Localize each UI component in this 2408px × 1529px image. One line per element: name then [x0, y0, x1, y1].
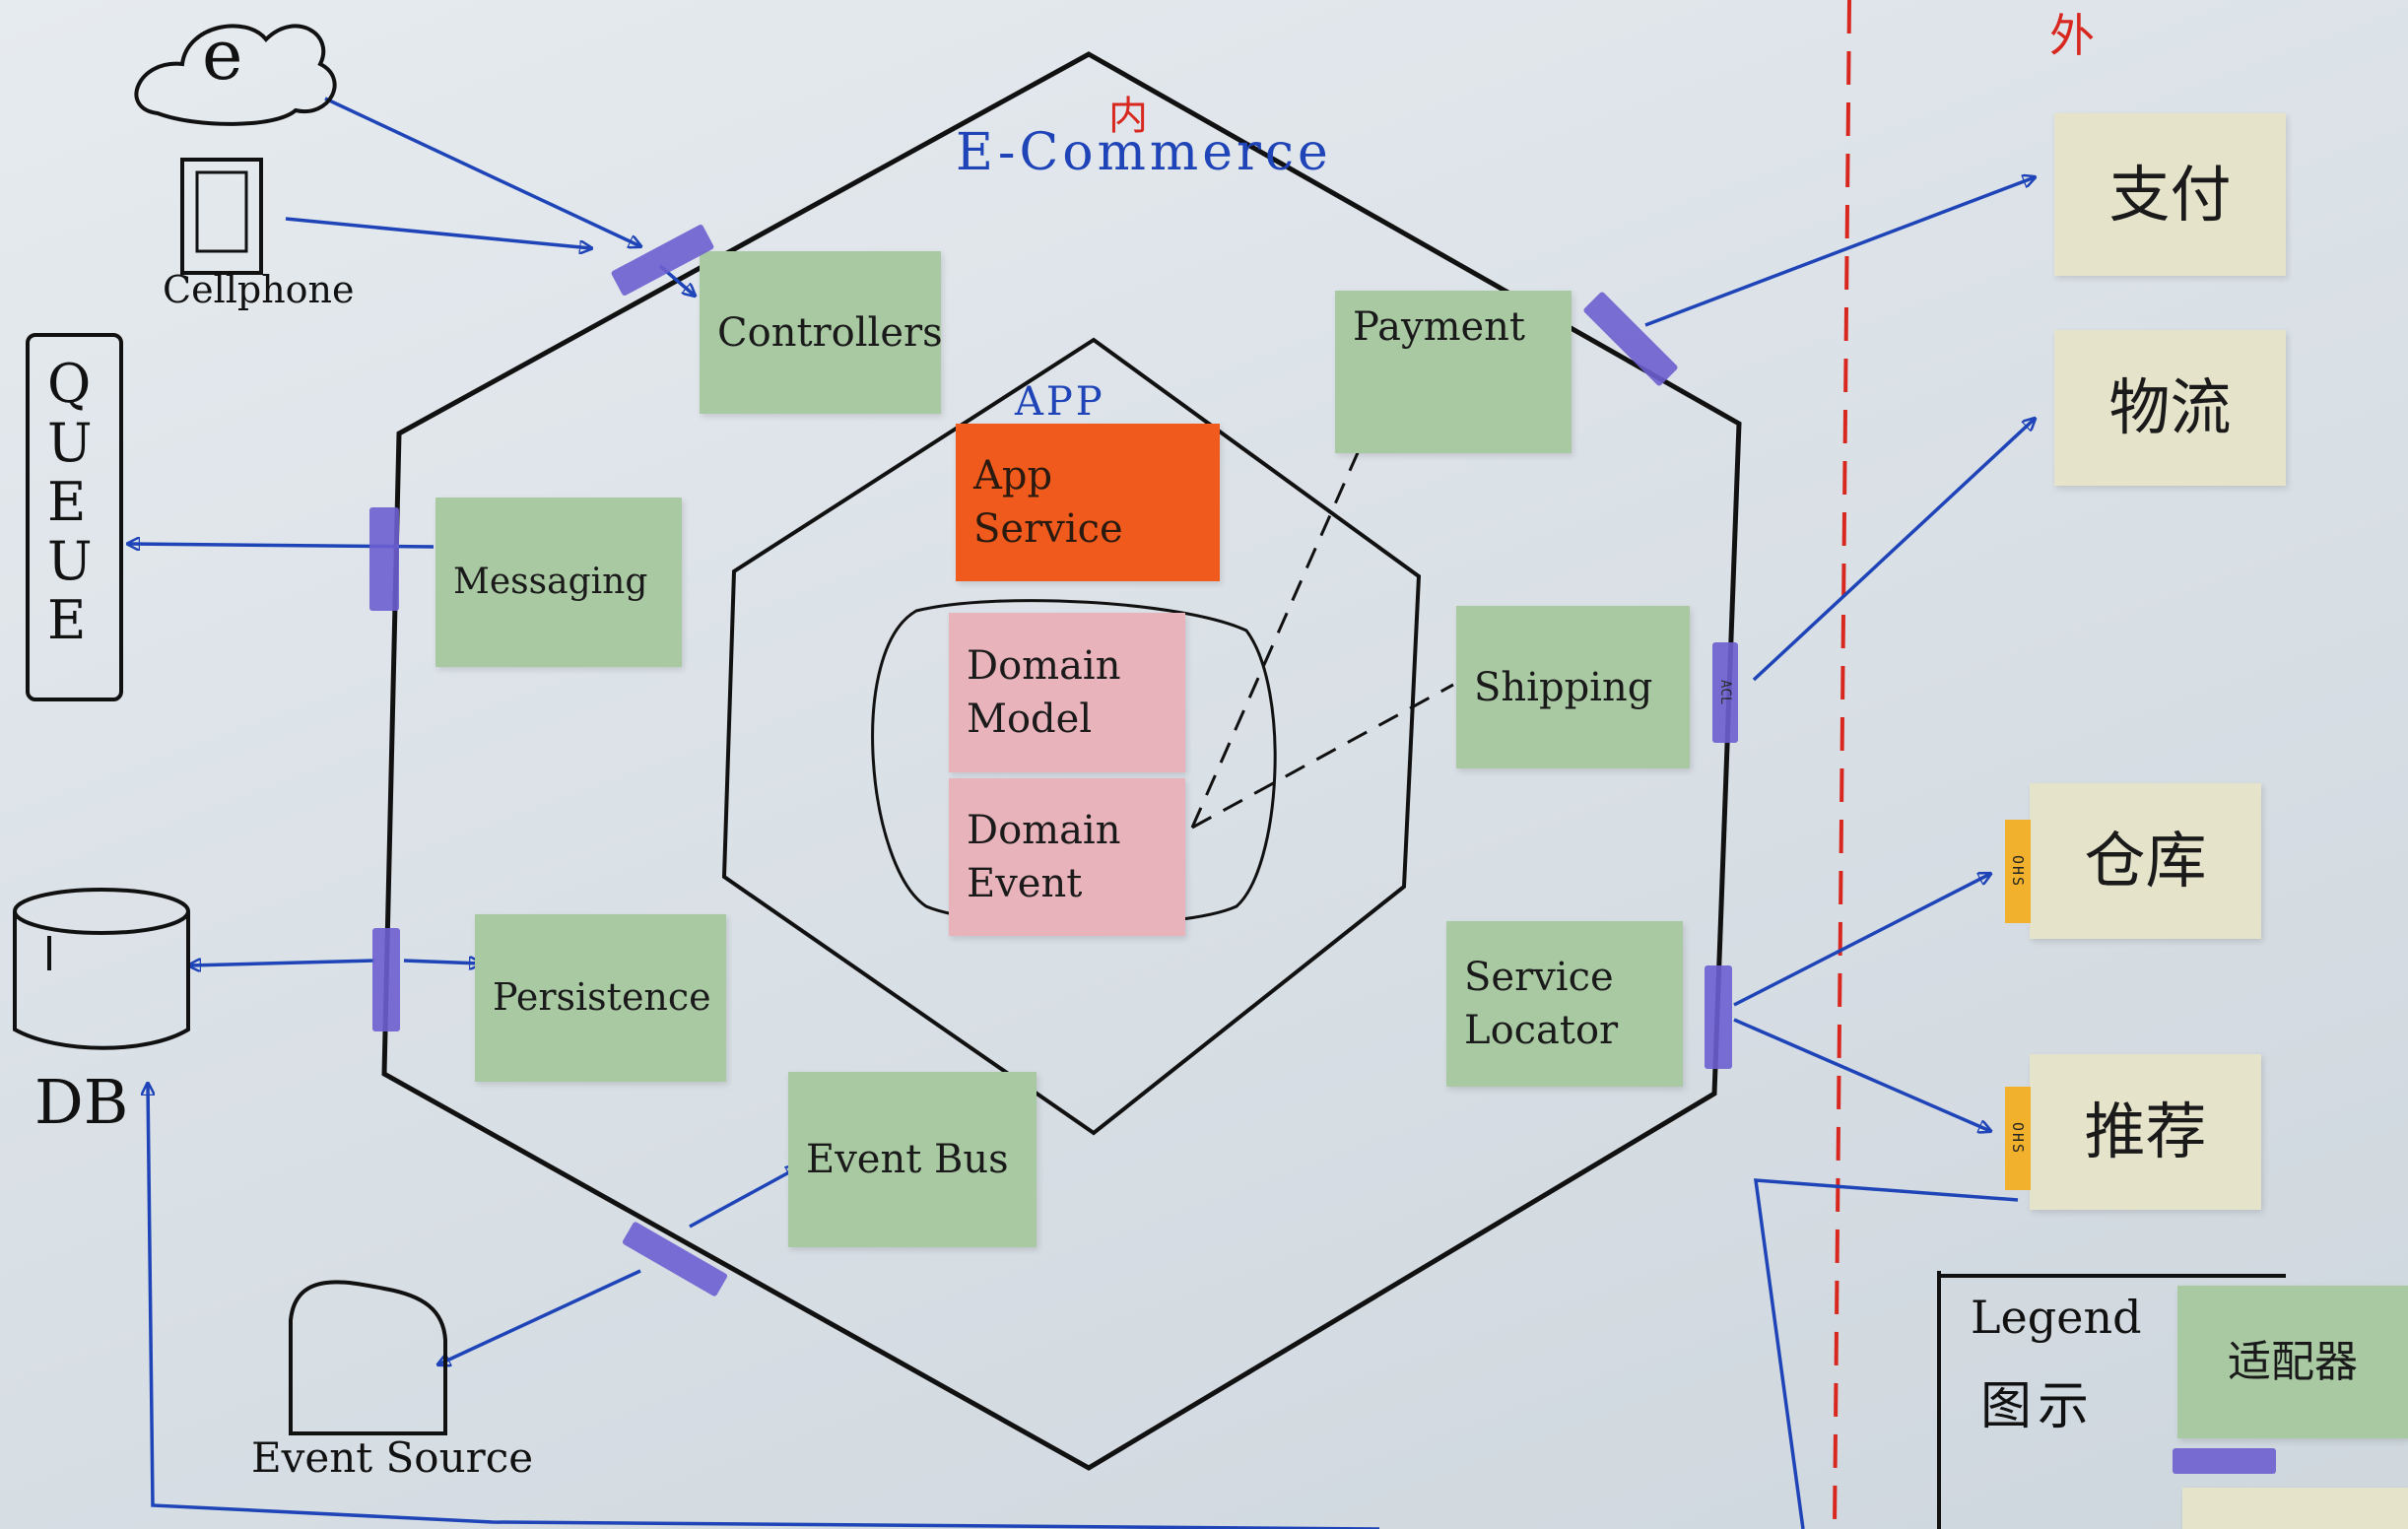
shipping-note: Shipping [1456, 606, 1690, 768]
arrow-phone-to-app [285, 217, 591, 248]
controllers-note: Controllers [700, 251, 943, 414]
arrow-to-recommend [1733, 1018, 1990, 1131]
inner-zone-label: 内 [1108, 94, 1148, 139]
app-layer-label: APP [1015, 379, 1105, 425]
warehouse-service-note: 仓库 [2030, 783, 2261, 939]
arrow-ie-to-app [324, 97, 640, 246]
ohs-tag-warehouse: OHS [2005, 820, 2031, 923]
payment-note: Payment [1335, 291, 1572, 453]
acl-label: ACL [1717, 680, 1733, 705]
domain-model-note: Domain Model [949, 613, 1185, 772]
queue-box [26, 333, 123, 701]
db-label: DB [34, 1066, 129, 1138]
arrow-to-logistics-service [1752, 419, 2035, 682]
cellphone-icon [180, 158, 263, 275]
arrow-eventsource-to-eventbus [689, 1167, 798, 1229]
messaging-note: Messaging [435, 498, 682, 667]
recommend-service-note: 推荐 [2030, 1054, 2261, 1210]
payment-service-note: 支付 [2054, 113, 2286, 276]
port-tag-service-locator [1705, 965, 1732, 1069]
arrow-return-to-db [148, 1084, 2019, 1529]
outer-zone-label: 外 [2049, 9, 2095, 62]
domain-boundary [871, 599, 1277, 927]
arrow-eventbus-to-eventsource [438, 1269, 641, 1364]
legend-title-cn: 图示 [1980, 1377, 2096, 1436]
outer-hexagon [381, 51, 1742, 1471]
page-title: E-Commerce [956, 123, 1332, 182]
event-source-label: Event Source [251, 1433, 534, 1482]
persistence-note: Persistence [475, 914, 726, 1082]
legend-external-note [2182, 1488, 2408, 1529]
port-tag-shipping-acl: ACL [1712, 642, 1738, 743]
arrow-persistence-to-db [189, 961, 375, 965]
event-bus-note: Event Bus [788, 1072, 1037, 1247]
ie-browser-icon: e [134, 15, 337, 126]
ohs-tag-recommend: OHS [2005, 1087, 2031, 1190]
arrow-port-to-persistence [403, 961, 481, 964]
logistics-service-note: 物流 [2054, 330, 2286, 486]
dashed-link-shipping [1191, 683, 1454, 830]
legend-title: Legend [1971, 1291, 2142, 1344]
db-cylinder-icon [13, 888, 190, 1050]
legend-port-tag [2173, 1448, 2276, 1474]
legend-frame [1937, 1271, 2286, 1529]
service-locator-note: Service Locator [1446, 921, 1683, 1087]
arrow-to-warehouse [1733, 874, 1990, 1007]
port-tag-messaging [369, 507, 399, 611]
cellphone-label: Cellphone [163, 268, 355, 311]
app-service-note: App Service [956, 424, 1220, 581]
queue-label: QUEUE [47, 353, 93, 651]
port-tag-persistence [372, 928, 400, 1031]
inner-hexagon [721, 337, 1422, 1136]
red-boundary-line [1833, 0, 1851, 1529]
event-source-icon [289, 1280, 447, 1435]
domain-event-note: Domain Event [949, 778, 1185, 936]
arrow-to-payment-service [1644, 177, 2035, 327]
legend-adapter-note: 适配器 [2177, 1286, 2408, 1438]
svg-text:e: e [202, 15, 242, 96]
